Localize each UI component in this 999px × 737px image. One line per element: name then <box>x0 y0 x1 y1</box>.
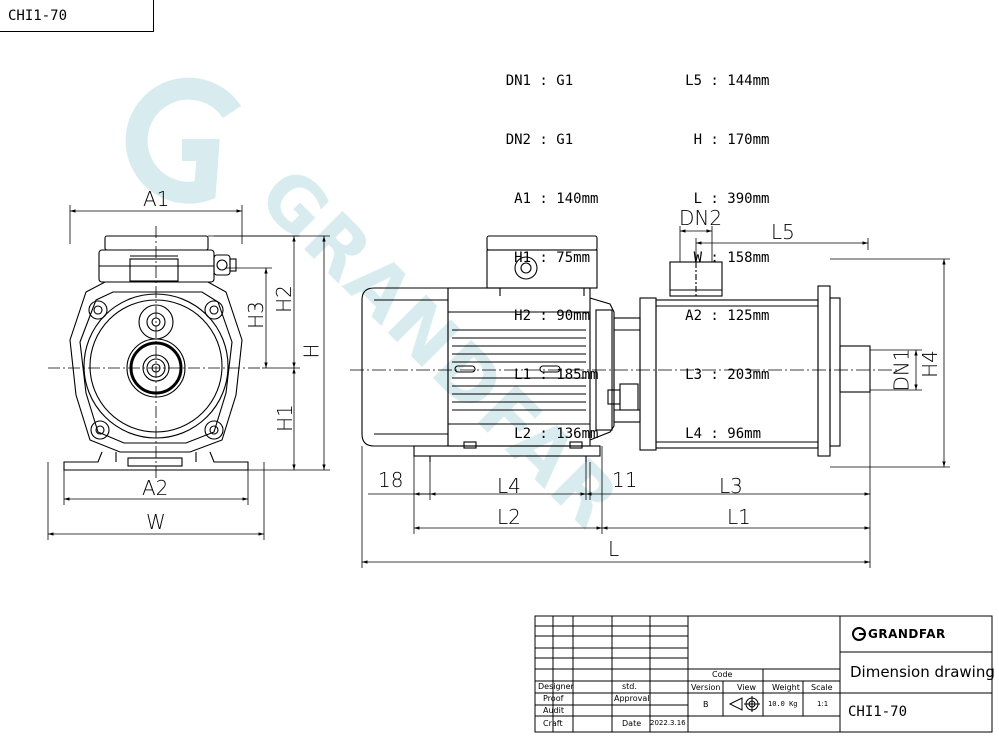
sheet-tab-label: CHI1-70 <box>8 8 68 24</box>
spec-row: A2 : 125mm <box>685 308 770 325</box>
col-version: Version <box>691 683 721 692</box>
value-weight: 10.0 Kg <box>768 700 798 708</box>
role-designer: Designer <box>538 682 574 691</box>
spec-row: DN1 : G1 <box>505 73 574 90</box>
dim-label-l1: L1 <box>727 505 751 529</box>
value-scale: 1:1 <box>817 700 829 708</box>
std-label: std. <box>622 682 637 691</box>
dim-label-w: W <box>146 510 166 534</box>
drawing-number: CHI1-70 <box>848 704 908 720</box>
col-view: View <box>737 683 756 692</box>
dim-label-18: 18 <box>378 468 404 492</box>
sheet-tab: CHI1-70 <box>0 0 154 32</box>
spec-row: DN2 : G1 <box>505 131 574 148</box>
dim-label-a1: A1 <box>143 187 170 211</box>
spec-row: H : 170mm <box>693 131 770 148</box>
brand-name: GRANDFAR <box>868 627 946 641</box>
spec-row: L3 : 203mm <box>685 367 770 384</box>
side-view <box>361 235 871 462</box>
dim-label-l: L <box>608 537 620 561</box>
value-version: B <box>703 700 709 709</box>
spec-row: L1 : 185mm <box>514 367 599 384</box>
dim-label-l5: L5 <box>771 220 795 244</box>
code-header: Code <box>712 670 733 679</box>
date-label: Date <box>622 719 642 728</box>
spec-row: W : 158mm <box>693 249 770 266</box>
title-block-grid <box>534 615 993 733</box>
dim-label-dn2: DN2 <box>679 206 723 230</box>
spec-row: A1 : 140mm <box>514 190 599 207</box>
dim-label-a2: A2 <box>142 476 169 500</box>
grandfar-logo-icon <box>852 627 866 641</box>
dim-label-11: 11 <box>612 468 638 492</box>
specs-right: L5 : 144mm H : 170mm L : 390mm W : 158mm… <box>676 33 769 484</box>
col-weight: Weight <box>772 683 800 692</box>
dim-label-l4: L4 <box>497 474 521 498</box>
dim-label-l2: L2 <box>497 505 521 529</box>
date-value: 2022.3.16 <box>650 719 686 727</box>
specs-left: DN1 : G1 DN2 : G1 A1 : 140mm H1 : 75mm H… <box>497 33 599 484</box>
dim-label-l3: L3 <box>719 474 743 498</box>
col-scale: Scale <box>811 683 833 692</box>
spec-row: L4 : 96mm <box>685 425 762 442</box>
spec-row: L : 390mm <box>693 190 770 207</box>
spec-row: L5 : 144mm <box>685 73 770 90</box>
approval-label: Approval <box>614 694 650 703</box>
watermark-logo-icon <box>125 77 242 204</box>
spec-row: L2 : 136mm <box>514 425 599 442</box>
drawing-title: Dimension drawing <box>850 663 995 681</box>
